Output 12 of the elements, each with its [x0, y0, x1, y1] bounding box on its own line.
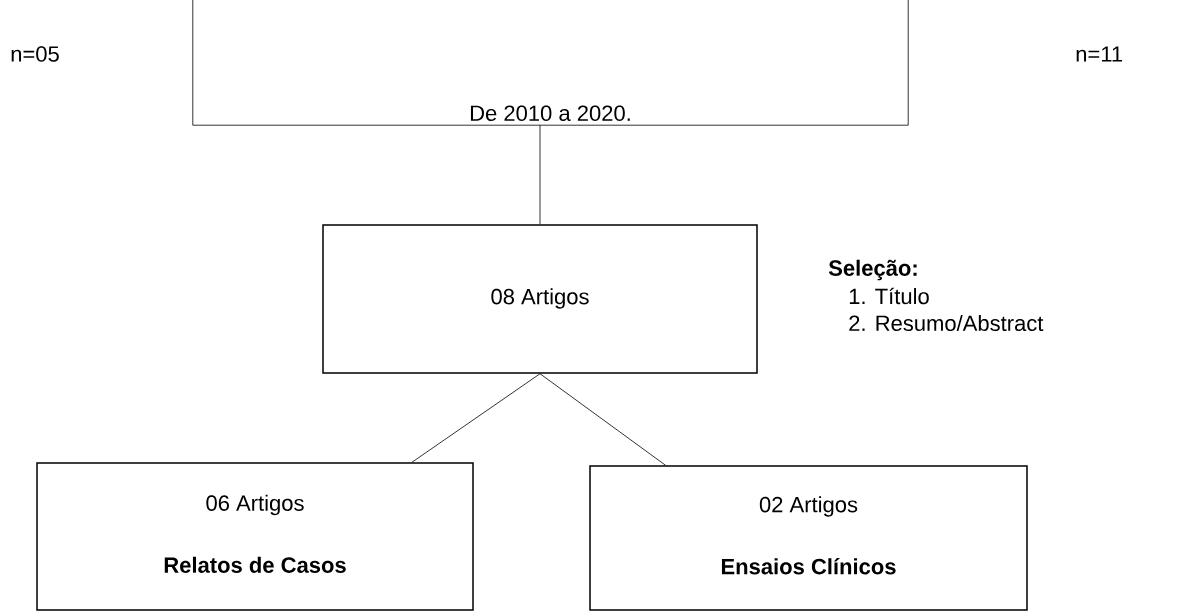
process-box: 02 Artigos Ensaios Clínicos	[589, 465, 1028, 611]
process-box: 08 Artigos	[322, 224, 758, 374]
heading: Seleção:	[828, 259, 917, 281]
list-item: 1. Título	[849, 287, 929, 305]
connector-line	[411, 373, 541, 463]
process-box: 06 Artigos Relatos de Casos	[36, 462, 474, 611]
list-item: 2. Resumo/Abstract	[849, 314, 1044, 332]
sample-size-label: n=11	[1076, 46, 1123, 62]
sample-size-label: n=05	[11, 46, 59, 62]
connector-line	[539, 373, 666, 466]
bracket: De 2010 a 2020.	[192, 0, 909, 126]
connector-line	[539, 124, 541, 225]
